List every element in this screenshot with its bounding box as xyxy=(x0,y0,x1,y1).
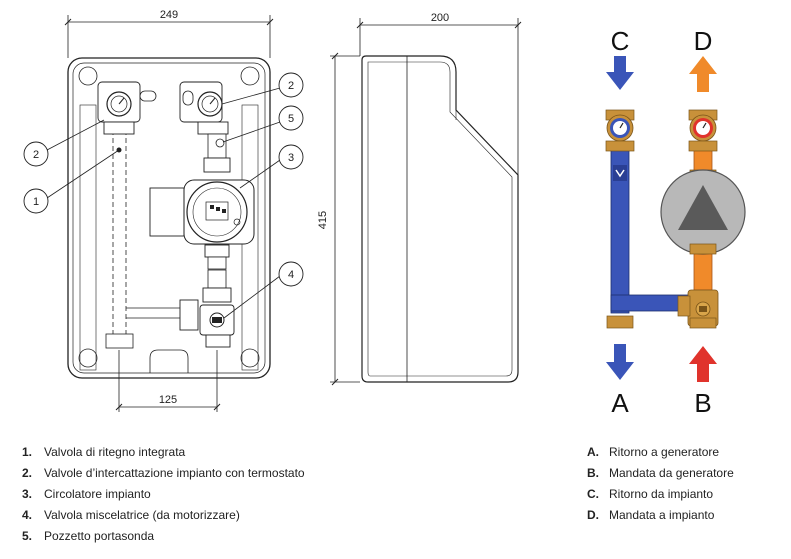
arrow-C-blue xyxy=(606,56,634,90)
callout-2-right: 2 xyxy=(221,72,304,105)
valve-D xyxy=(688,109,718,152)
dimension-width-label: 249 xyxy=(160,9,178,21)
dimension-depth-label: 200 xyxy=(431,12,449,24)
callout-2-left: 2 xyxy=(23,119,105,167)
callout-4: 4 xyxy=(223,261,304,319)
legend-item: 5.Pozzetto portasonda xyxy=(22,529,155,543)
label-C: C xyxy=(611,26,630,56)
legend-item: A.Ritorno a generatore xyxy=(587,445,720,459)
legend-item: C.Ritorno da impianto xyxy=(587,487,714,501)
svg-text:5: 5 xyxy=(288,113,294,125)
svg-text:2: 2 xyxy=(288,80,294,92)
flow-schematic: C D xyxy=(605,26,746,418)
label-A: A xyxy=(611,388,629,418)
label-D: D xyxy=(694,26,713,56)
side-view: 200 415 xyxy=(317,12,522,386)
svg-text:4: 4 xyxy=(288,269,294,281)
arrow-A-blue xyxy=(606,344,634,380)
side-housing xyxy=(361,55,519,383)
legend-item: 2.Valvole d’intercattazione impianto con… xyxy=(22,466,305,480)
dimension-height: 415 xyxy=(317,52,360,386)
legend-item: B.Mandata da generatore xyxy=(587,466,734,480)
dimension-width: 249 xyxy=(64,9,274,58)
dimension-spacing: 125 xyxy=(115,350,221,412)
legend-item: 3.Circolatore impianto xyxy=(22,487,151,501)
svg-text:3: 3 xyxy=(288,152,294,164)
legend-flows: A.Ritorno a generatore B.Mandata da gene… xyxy=(587,442,734,526)
legend-item: 4.Valvola miscelatrice (da motorizzare) xyxy=(22,508,240,522)
label-B: B xyxy=(694,388,711,418)
legend-item: 1.Valvola di ritegno integrata xyxy=(22,445,186,459)
svg-text:2: 2 xyxy=(33,149,39,161)
mixing-valve xyxy=(677,289,719,329)
svg-text:1: 1 xyxy=(33,196,39,208)
valve-C xyxy=(605,109,635,152)
callout-1: 1 xyxy=(23,149,120,214)
front-view: 249 xyxy=(23,9,304,412)
dimension-spacing-label: 125 xyxy=(159,394,177,406)
dimension-depth: 200 xyxy=(356,12,522,175)
callout-5: 5 xyxy=(222,105,304,143)
legend-components: 1.Valvola di ritegno integrata 2.Valvole… xyxy=(22,442,305,547)
arrow-D-orange xyxy=(689,56,717,92)
dimension-height-label: 415 xyxy=(317,211,329,229)
pump xyxy=(660,169,746,255)
arrow-B-red xyxy=(689,346,717,382)
legend-item: D.Mandata a impianto xyxy=(587,508,715,522)
callout-3: 3 xyxy=(239,144,304,189)
